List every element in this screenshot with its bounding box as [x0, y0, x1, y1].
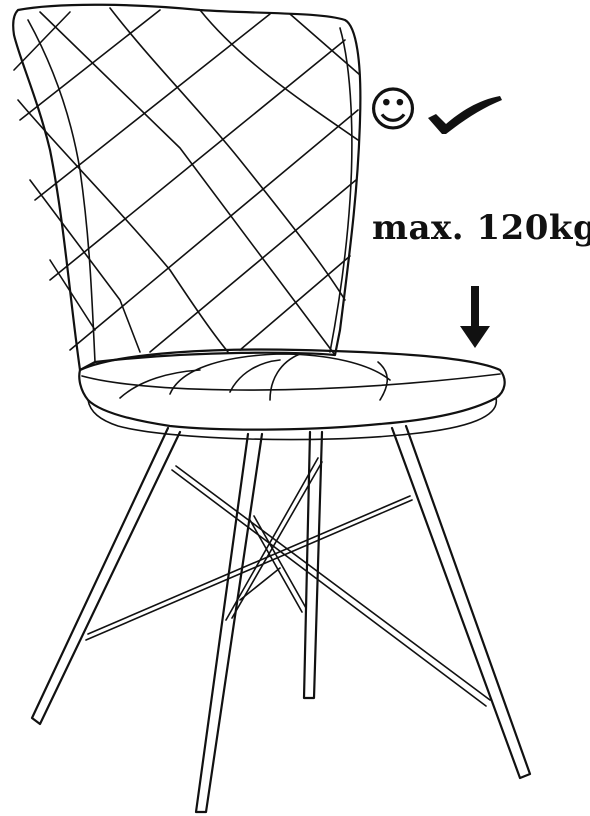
down-arrow-icon — [460, 286, 490, 348]
chair-backrest — [12, 3, 362, 372]
chair-legs — [30, 424, 532, 814]
checkmark-icon — [428, 96, 502, 134]
smiley-icon: ☺ — [368, 82, 419, 138]
chair-seat — [78, 348, 506, 441]
max-load-label: max. 120kg — [372, 208, 590, 248]
